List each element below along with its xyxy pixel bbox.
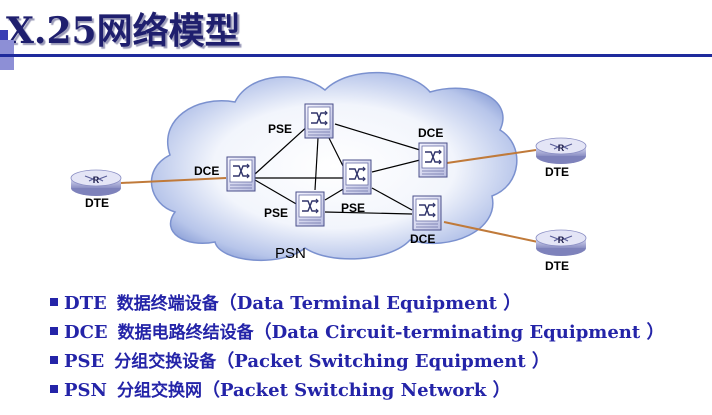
legend: DTE 数据终端设备（Data Terminal Equipment ） DCE 数… (50, 289, 664, 405)
legend-item-psn: PSN 分组交换网（Packet Switching Network ） (50, 376, 664, 405)
label-dce-bottom-right: DCE (410, 232, 435, 246)
bullet-icon (50, 385, 58, 393)
pse-bottom-switch (295, 191, 325, 227)
pse-top-switch (304, 103, 334, 139)
title-underline (0, 54, 712, 57)
legend-en: （Packet Switching Network ） (202, 380, 511, 401)
title-bar: X.25网络模型 (0, 0, 712, 70)
label-pse-mid: PSE (341, 201, 365, 215)
router-glyph: R (558, 143, 565, 153)
legend-abbr: PSE (64, 351, 105, 372)
router-glyph: R (93, 175, 100, 185)
legend-en: （Data Circuit-terminating Equipment ） (253, 322, 665, 343)
network-diagram: R R R PSE PSE PSE DCE DCE DCE DTE DTE DT… (70, 71, 587, 273)
legend-en: （Data Terminal Equipment ） (218, 293, 522, 314)
legend-abbr: PSN (64, 380, 107, 401)
router-glyph: R (558, 235, 565, 245)
dce-top-right-switch (418, 142, 448, 178)
legend-cn: 数据电路终结设备 (117, 323, 254, 343)
label-dte-left: DTE (85, 196, 109, 210)
legend-item-pse: PSE 分组交换设备（Packet Switching Equipment ） (50, 347, 664, 376)
label-pse-bottom: PSE (264, 206, 288, 220)
legend-abbr: DTE (64, 293, 107, 314)
dte-left-router: R (70, 169, 122, 197)
bullet-icon (50, 327, 58, 335)
pse-mid-switch (342, 159, 372, 195)
label-pse-top: PSE (268, 122, 292, 136)
dce-left-switch (226, 156, 256, 192)
legend-cn: 数据终端设备 (116, 294, 219, 314)
legend-item-dce: DCE 数据电路终结设备（Data Circuit-terminating Equ… (50, 318, 664, 347)
legend-en: （Packet Switching Equipment ） (216, 351, 550, 372)
label-dce-left: DCE (194, 164, 219, 178)
label-psn: PSN (275, 245, 306, 262)
title-accent-small (0, 30, 8, 42)
legend-cn: 分组交换设备 (114, 352, 217, 372)
legend-abbr: DCE (64, 322, 108, 343)
label-dce-top-right: DCE (418, 126, 443, 140)
access-links (120, 149, 539, 243)
dte-top-right-router: R (535, 137, 587, 165)
label-dte-bottom-right: DTE (545, 259, 569, 273)
dce-bottom-right-switch (412, 195, 442, 231)
page-title: X.25网络模型 (6, 10, 241, 52)
legend-item-dte: DTE 数据终端设备（Data Terminal Equipment ） (50, 289, 664, 318)
label-dte-top-right: DTE (545, 165, 569, 179)
legend-cn: 分组交换网 (117, 381, 202, 401)
bullet-icon (50, 298, 58, 306)
bullet-icon (50, 356, 58, 364)
dte-bottom-right-router: R (535, 229, 587, 257)
